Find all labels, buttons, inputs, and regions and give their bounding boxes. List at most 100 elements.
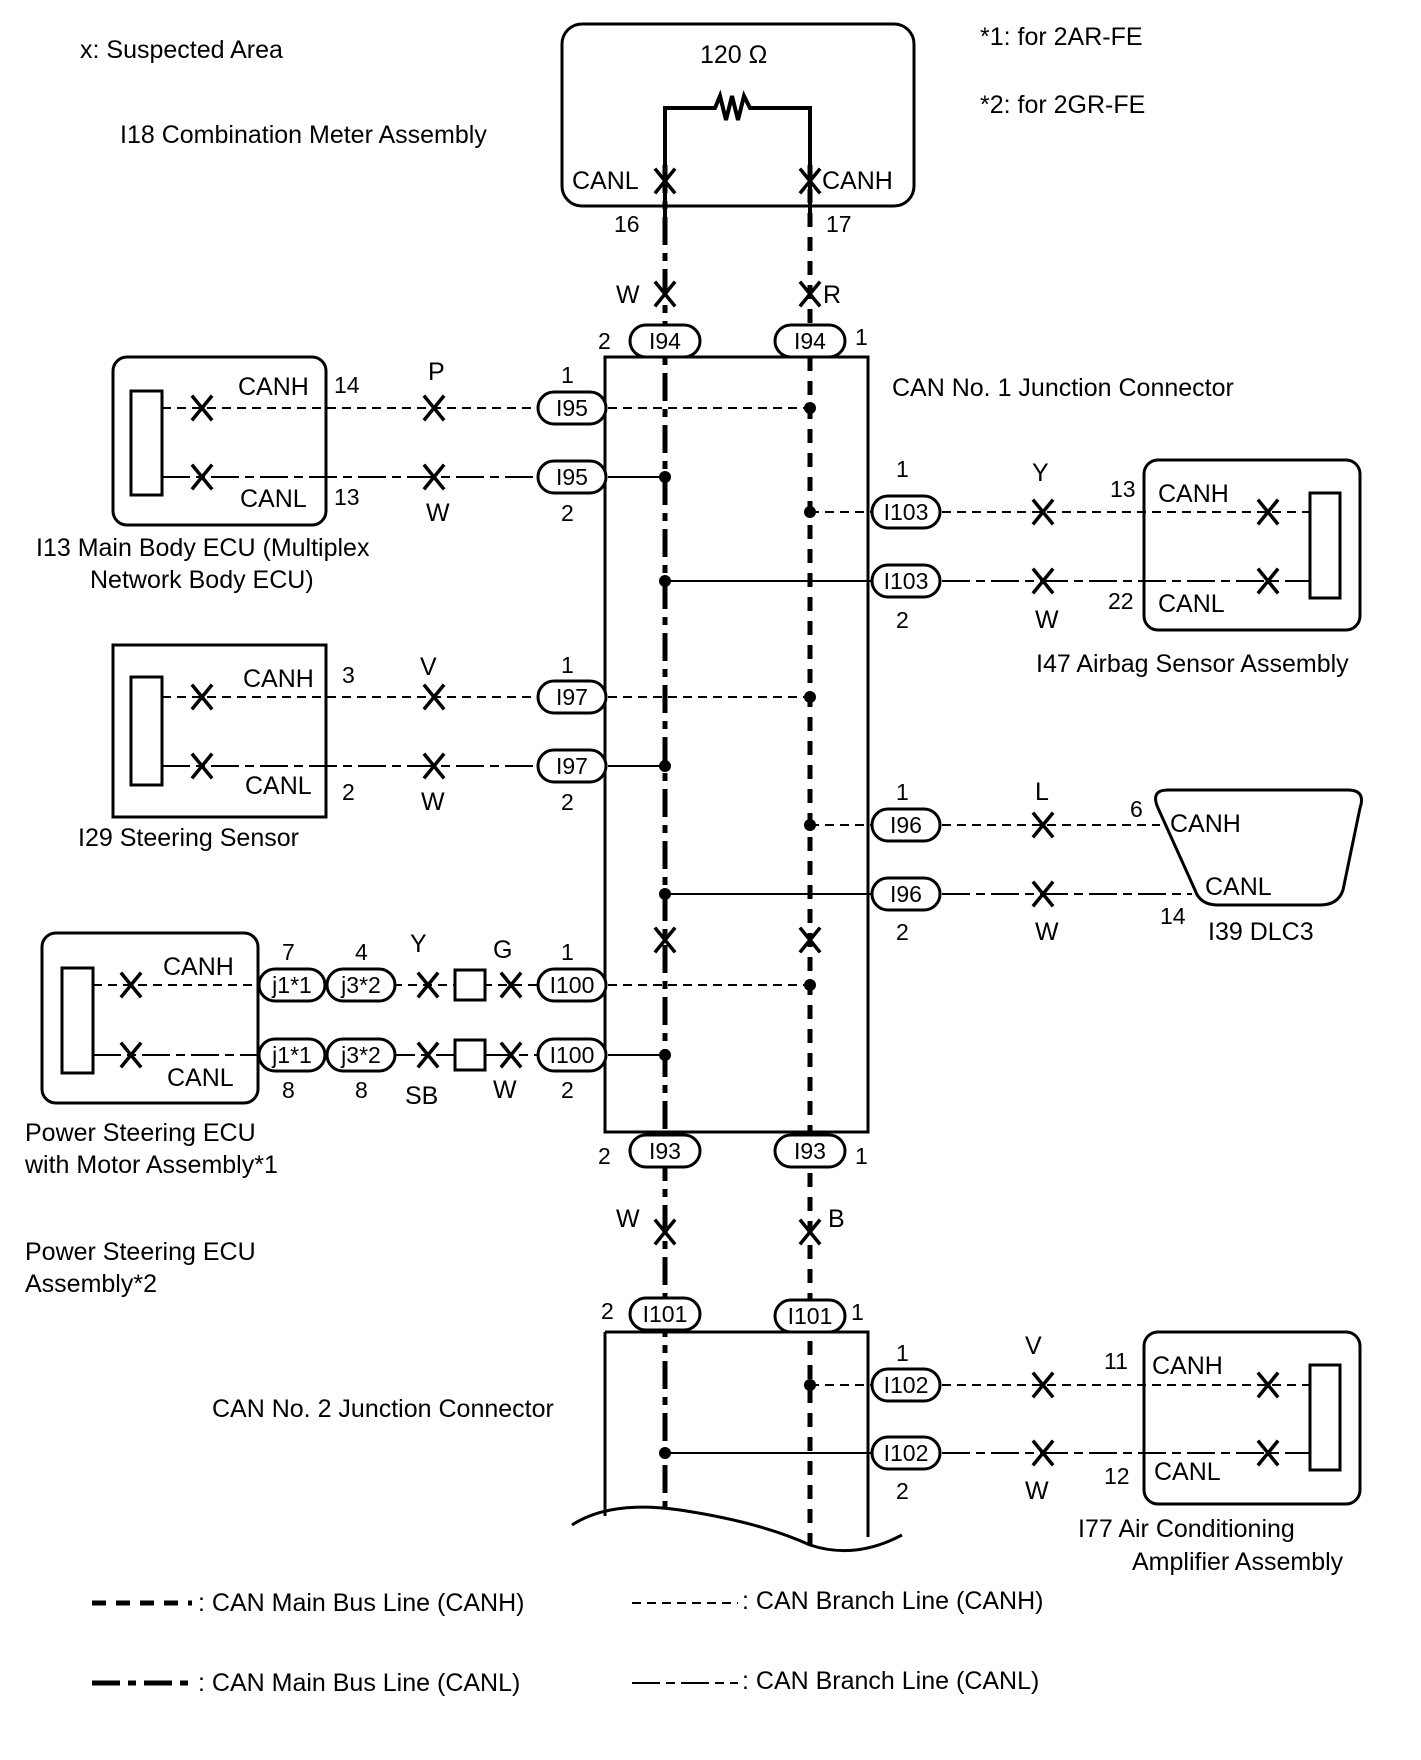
power-steering-wire-g: G xyxy=(493,936,512,964)
dot-i103-h xyxy=(804,506,816,518)
splice-box-l xyxy=(453,1038,487,1072)
dlc3: CANH CANL 6 14 L W I96 I96 1 2 I39 DLC3 xyxy=(665,778,1363,946)
j1-connector-h xyxy=(257,967,327,1003)
j3-pin-8: 8 xyxy=(355,1077,368,1103)
dlc3-wire-l: W xyxy=(1035,918,1059,946)
i100-pin-2: 2 xyxy=(561,1077,574,1103)
main-body-ecu-canl: CANL xyxy=(240,485,307,513)
i103-connector-h xyxy=(870,494,942,530)
steering-sensor-canh: CANH xyxy=(243,665,314,693)
i102-pin-2: 2 xyxy=(896,1478,909,1504)
i97-pin-1: 1 xyxy=(561,652,574,678)
power-steering-ecu-box xyxy=(40,931,260,1105)
dlc3-pin-14: 14 xyxy=(1160,903,1186,929)
power-steering-title-2: with Motor Assembly*1 xyxy=(24,1151,278,1179)
main-body-ecu-pin-14: 14 xyxy=(334,372,360,398)
i95-connector-h xyxy=(536,390,608,426)
dot-i97-l xyxy=(659,760,671,772)
junction2-title: CAN No. 2 Junction Connector xyxy=(212,1395,554,1423)
meter-pin-16: 16 xyxy=(614,211,640,237)
j3-connector-l xyxy=(325,1037,397,1073)
dot-i97-h xyxy=(804,691,816,703)
airbag-sensor-box xyxy=(1142,458,1362,632)
dot-i95-h xyxy=(804,402,816,414)
combination-meter: I18 Combination Meter Assembly 120 Ω CAN… xyxy=(120,22,916,309)
junction2-box xyxy=(603,1330,870,1537)
steering-sensor-box xyxy=(111,643,328,819)
meter-canl-label: CANL xyxy=(572,167,639,195)
footnote-1: *1: for 2AR-FE xyxy=(980,23,1143,51)
ac-canh: CANH xyxy=(1152,1352,1223,1380)
dlc3-title: I39 DLC3 xyxy=(1208,918,1314,946)
i102-label-l: I102 xyxy=(884,1440,929,1466)
dot-i96-h xyxy=(804,819,816,831)
meter-canh-label: CANH xyxy=(822,167,893,195)
junction1-top-l-connector xyxy=(628,323,702,359)
i103-connector-l xyxy=(870,563,942,599)
i101-pin-2: 2 xyxy=(601,1298,614,1324)
terminating-resistor-icon xyxy=(663,89,812,217)
junction1-bottom-h-conn: I93 xyxy=(794,1138,826,1164)
main-body-ecu-pin-13: 13 xyxy=(334,484,360,510)
i102-pin-1: 1 xyxy=(896,1340,909,1366)
junction2-break-line xyxy=(571,1505,903,1553)
i100-connector-h xyxy=(536,967,608,1003)
ac-title-1: I77 Air Conditioning xyxy=(1078,1515,1295,1543)
airbag-canl: CANL xyxy=(1158,590,1225,618)
power-steering-title-3: Power Steering ECU xyxy=(25,1238,256,1266)
dot-i96-l xyxy=(659,888,671,900)
i103-label-h: I103 xyxy=(884,499,929,525)
junction1-top-h-connector xyxy=(773,323,847,359)
airbag-wire-h: Y xyxy=(1032,459,1049,487)
j1-pin-8: 8 xyxy=(282,1077,295,1103)
power-steering-title-4: Assembly*2 xyxy=(25,1270,157,1298)
dot-i103-l xyxy=(659,575,671,587)
splice-dots xyxy=(659,402,816,1459)
airbag-pin-22: 22 xyxy=(1108,588,1134,614)
legend-main-l: : CAN Main Bus Line (CANL) xyxy=(198,1669,520,1697)
airbag-title: I47 Airbag Sensor Assembly xyxy=(1036,650,1349,678)
dot-i95-l xyxy=(659,471,671,483)
legend: : CAN Main Bus Line (CANH) : CAN Main Bu… xyxy=(92,1587,1043,1697)
legend-main-h: : CAN Main Bus Line (CANH) xyxy=(198,1589,524,1617)
dlc3-canh: CANH xyxy=(1170,810,1241,838)
dot-i102-l xyxy=(659,1447,671,1459)
junction1-bottom-h-connector xyxy=(773,1133,847,1169)
main-body-ecu-title-1: I13 Main Body ECU (Multiplex xyxy=(36,534,370,562)
power-steering-ecu-terminal xyxy=(60,966,95,1075)
junction1-title: CAN No. 1 Junction Connector xyxy=(892,374,1234,402)
j1-label-h: j1*1 xyxy=(271,972,312,998)
main-body-ecu-title-2: Network Body ECU) xyxy=(90,566,314,594)
junction1-bottom-l-conn: I93 xyxy=(649,1138,681,1164)
i102-connector-h xyxy=(870,1367,942,1403)
airbag-wire-l: W xyxy=(1035,606,1059,634)
can-junction-connector-1: CAN No. 1 Junction Connector I94 I94 2 1… xyxy=(598,323,1234,1233)
dot-i102-h xyxy=(804,1379,816,1391)
junction1-bottom-l-connector xyxy=(628,1133,702,1169)
ac-amplifier: CANH CANL 11 12 V W I102 I102 1 2 I77 Ai… xyxy=(665,1330,1362,1576)
meter-wire-h: R xyxy=(823,281,841,309)
junction1-box xyxy=(603,355,870,1134)
splice-box-h xyxy=(453,968,487,1002)
resistor-label: 120 Ω xyxy=(700,41,767,69)
junction1-bottom-pin-1: 1 xyxy=(855,1143,868,1169)
meter-box xyxy=(560,22,916,208)
suspected-area-note: x: Suspected Area xyxy=(80,36,283,64)
x-mark-icon xyxy=(799,927,821,953)
steering-sensor-canl: CANL xyxy=(245,772,312,800)
i96-label-l: I96 xyxy=(890,881,922,907)
i101-pin-1: 1 xyxy=(851,1299,864,1325)
j3-connector-h xyxy=(325,967,397,1003)
i96-pin-2: 2 xyxy=(896,919,909,945)
airbag-canh: CANH xyxy=(1158,480,1229,508)
steering-sensor-title: I29 Steering Sensor xyxy=(78,824,299,852)
ac-canl: CANL xyxy=(1154,1458,1221,1486)
i103-label-l: I103 xyxy=(884,568,929,594)
power-steering-wire-w: W xyxy=(493,1076,517,1104)
steering-sensor-wire-l: W xyxy=(421,788,445,816)
junction1-top-pin-1: 1 xyxy=(855,324,868,350)
junction1-bottom-wire-h: B xyxy=(828,1205,845,1233)
junction1-top-l-conn: I94 xyxy=(649,328,681,354)
dlc3-pin-6: 6 xyxy=(1130,796,1143,822)
i103-pin-1: 1 xyxy=(896,456,909,482)
